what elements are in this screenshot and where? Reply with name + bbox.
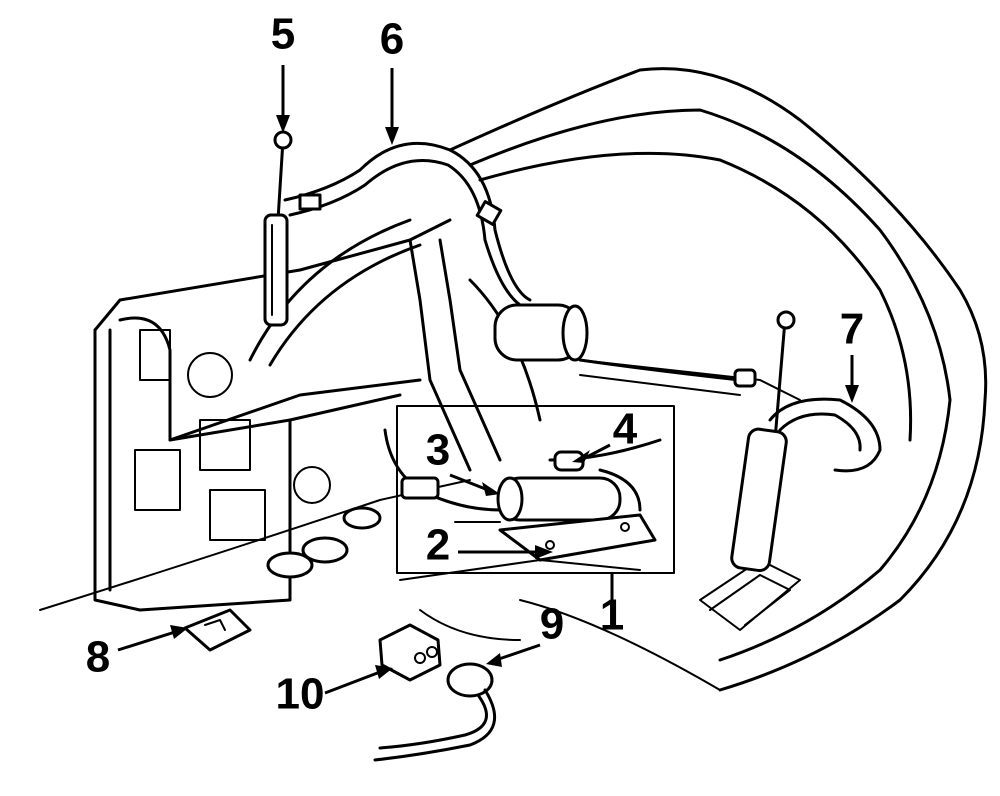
callout-7: 7 xyxy=(840,305,864,354)
callout-8: 8 xyxy=(86,633,110,682)
callout-2: 2 xyxy=(426,521,450,570)
callout-labels: 5 6 7 3 4 2 1 8 10 9 xyxy=(86,10,864,719)
left-hydraulic-cylinder xyxy=(263,130,293,327)
right-hydraulic-cylinder xyxy=(730,310,796,573)
upper-reservoir xyxy=(493,303,589,362)
part-10-connector xyxy=(378,623,442,682)
left-hose-assembly xyxy=(283,141,532,307)
callout-10: 10 xyxy=(276,670,325,719)
part-8-pad xyxy=(183,608,252,652)
part-9-harness xyxy=(373,662,496,762)
right-hose-assembly xyxy=(578,358,882,473)
callout-3: 3 xyxy=(426,426,450,475)
car-body xyxy=(39,67,988,692)
callout-5: 5 xyxy=(271,10,295,59)
leader-arrows xyxy=(117,65,859,695)
callout-6: 6 xyxy=(380,15,404,64)
callout-4: 4 xyxy=(613,405,638,454)
callout-1: 1 xyxy=(600,591,624,640)
callout-9: 9 xyxy=(540,600,564,649)
